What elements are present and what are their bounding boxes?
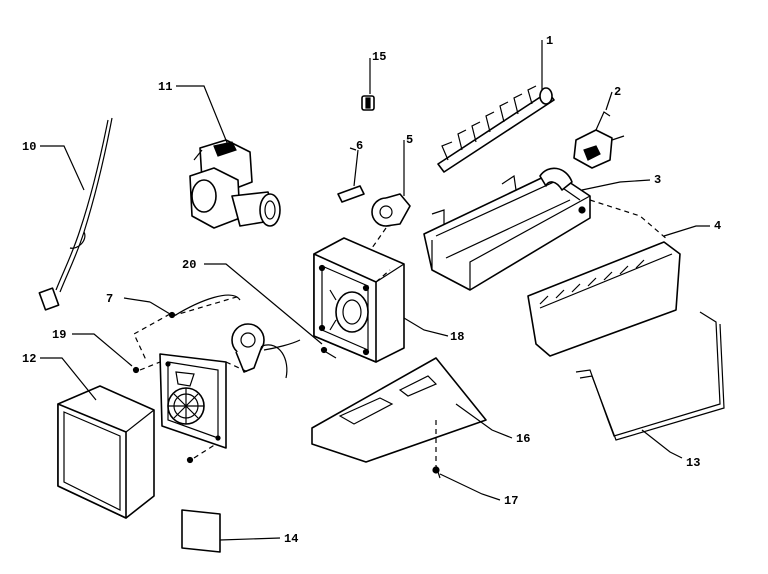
timer-motor-part (231, 323, 301, 379)
callout-leader-18 (403, 317, 449, 337)
callout-16: 16 (516, 432, 530, 446)
screw-part-19 (132, 361, 161, 374)
callout-4: 4 (714, 219, 721, 233)
wire-harness-part (38, 117, 113, 311)
ejector-part (437, 85, 555, 173)
callout-leader-2 (605, 91, 613, 111)
front-cover-part (57, 385, 155, 519)
callout-leader-14 (219, 537, 281, 541)
water-valve-part (189, 139, 281, 229)
callout-5: 5 (406, 133, 413, 147)
callout-leader-10 (40, 145, 85, 191)
callout-leader-17 (439, 473, 501, 501)
callout-11: 11 (158, 80, 172, 94)
callout-19: 19 (52, 328, 66, 342)
callout-leader-3 (581, 179, 651, 191)
motor-part (371, 193, 411, 227)
callout-leader-7 (123, 297, 151, 303)
callout-leader-11 (176, 85, 231, 151)
screw-part-17 (432, 465, 441, 479)
shutoff-arm-part (337, 149, 365, 203)
callout-leader-13 (641, 429, 683, 459)
callout-14: 14 (284, 532, 298, 546)
callout-1: 1 (546, 34, 553, 48)
callout-leader-19 (72, 333, 133, 367)
housing-part (313, 237, 405, 363)
callout-leader-6 (349, 147, 357, 151)
callout-6: 6 (356, 139, 363, 153)
screw-part-plate (186, 443, 217, 464)
callout-18: 18 (450, 330, 464, 344)
callout-leader-16 (455, 403, 513, 439)
wire-part-7 (133, 294, 241, 361)
callout-10: 10 (22, 140, 36, 154)
callout-leader-12 (40, 357, 97, 401)
callout-7: 7 (106, 292, 113, 306)
mold-part (423, 167, 591, 291)
screw-part-20 (320, 346, 337, 359)
callout-15: 15 (372, 50, 386, 64)
callout-3: 3 (654, 173, 661, 187)
callout-13: 13 (686, 456, 700, 470)
callout-12: 12 (22, 352, 36, 366)
stripper-part (527, 241, 681, 357)
bracket-part (573, 111, 625, 169)
callout-20: 20 (182, 258, 196, 272)
callout-2: 2 (614, 85, 621, 99)
label-card-part (181, 509, 221, 553)
bail-arm-part (575, 311, 725, 441)
cover-plate-part (311, 357, 487, 463)
clip-part (361, 95, 375, 111)
callout-17: 17 (504, 494, 518, 508)
callout-leader-20 (204, 263, 323, 345)
timer-plate-part (159, 353, 227, 449)
callout-leader-4 (663, 225, 710, 237)
